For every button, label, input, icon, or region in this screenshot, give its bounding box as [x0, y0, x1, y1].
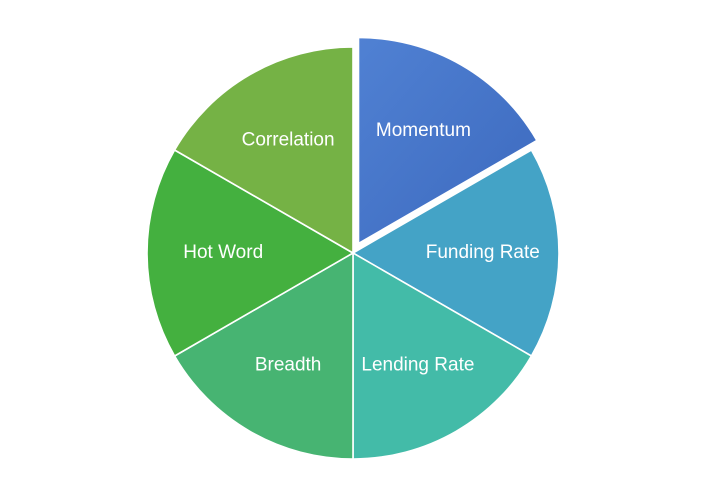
pie-slices-group — [146, 36, 560, 460]
pie-slice-lending-rate[interactable] — [352, 252, 533, 460]
pie-slice-correlation[interactable] — [173, 46, 354, 254]
pie-slice-funding-rate[interactable] — [352, 149, 560, 357]
pie-slice-momentum[interactable] — [357, 36, 538, 245]
pie-slice-hot-word[interactable] — [146, 149, 354, 357]
pie-slice-breadth[interactable] — [173, 252, 354, 460]
